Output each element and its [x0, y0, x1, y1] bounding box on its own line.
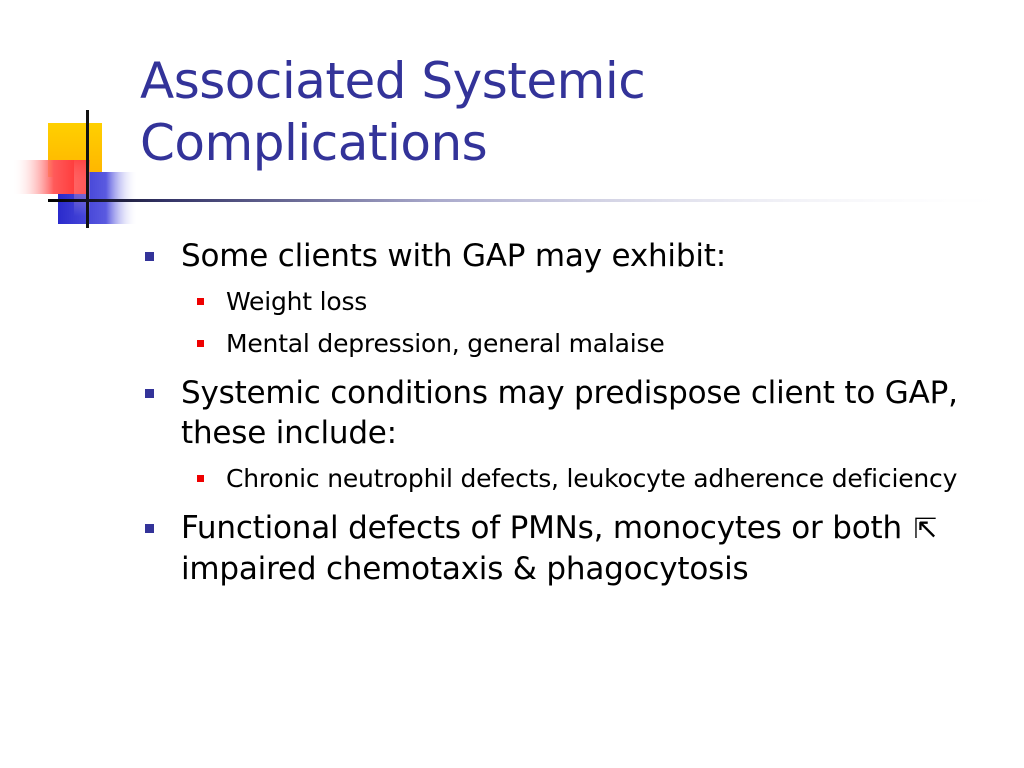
- decorative-graphic: [12, 110, 1024, 228]
- square-bullet-icon: [197, 340, 204, 347]
- bullet-item: Functional defects of PMNs, monocytes or…: [145, 508, 1005, 589]
- slide-title-line1: Associated Systemic: [140, 52, 646, 110]
- sub-bullet-item: Chronic neutrophil defects, leukocyte ad…: [181, 461, 1005, 496]
- title-rule: [48, 199, 1024, 202]
- square-bullet-icon: [197, 298, 204, 305]
- slide-title: Associated Systemic Complications: [140, 50, 1000, 174]
- sub-bullet-list: Chronic neutrophil defects, leukocyte ad…: [181, 461, 1005, 496]
- square-bullet-icon: [197, 475, 204, 482]
- bullet-text-before-arrow: Functional defects of PMNs, monocytes or…: [181, 510, 902, 546]
- arrow-up-left-icon: ⇱: [913, 512, 937, 545]
- bullet-list: Some clients with GAP may exhibit: Weigh…: [145, 236, 1005, 601]
- square-bullet-icon: [145, 389, 154, 398]
- square-bullet-icon: [145, 252, 154, 261]
- sub-bullet-text: Mental depression, general malaise: [226, 329, 665, 358]
- sub-bullet-list: Weight loss Mental depression, general m…: [181, 284, 1005, 361]
- deco-vertical-line: [86, 110, 89, 228]
- bullet-text: Systemic conditions may predispose clien…: [181, 375, 958, 451]
- sub-bullet-text: Weight loss: [226, 287, 368, 316]
- bullet-item: Some clients with GAP may exhibit: Weigh…: [145, 236, 1005, 361]
- sub-bullet-item: Mental depression, general malaise: [181, 326, 1005, 361]
- bullet-item: Systemic conditions may predispose clien…: [145, 373, 1005, 496]
- square-bullet-icon: [145, 524, 154, 533]
- sub-bullet-text: Chronic neutrophil defects, leukocyte ad…: [226, 464, 958, 493]
- sub-bullet-item: Weight loss: [181, 284, 1005, 319]
- bullet-text-after-arrow: impaired chemotaxis & phagocytosis: [181, 551, 749, 587]
- slide-title-line2: Complications: [140, 114, 488, 172]
- bullet-text: Some clients with GAP may exhibit:: [181, 238, 726, 274]
